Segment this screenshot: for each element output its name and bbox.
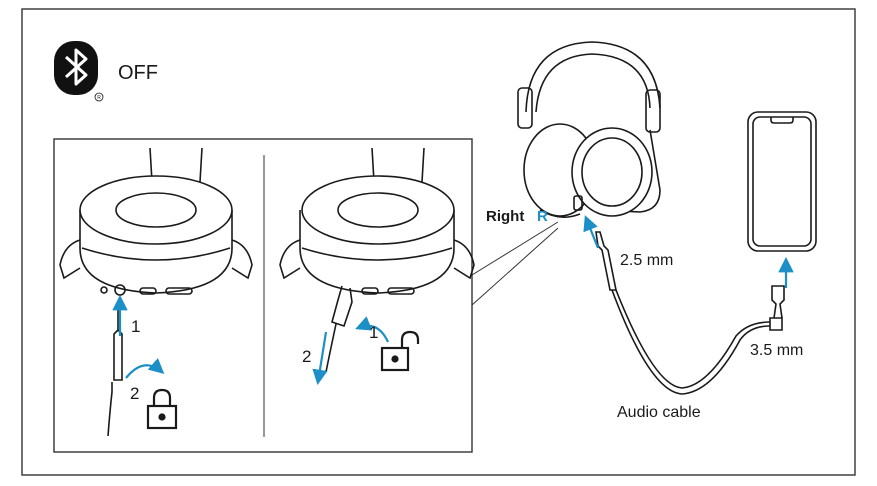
- cable-label: Audio cable: [617, 404, 701, 421]
- outer-frame: [21, 8, 856, 476]
- remove-rotate-arrow: [355, 316, 390, 343]
- zoom-line-top: [471, 221, 559, 276]
- zoom-line-bottom: [471, 227, 559, 306]
- plug-small-label: 2.5 mm: [620, 252, 673, 269]
- lock-open-icon: [380, 330, 420, 372]
- side-label-word: Right: [486, 208, 524, 225]
- insert-step1: 1: [131, 317, 140, 336]
- lock-closed-icon: [146, 388, 178, 430]
- smartphone: [747, 111, 817, 252]
- headphones: [517, 41, 661, 218]
- svg-text:R: R: [97, 95, 101, 101]
- bluetooth-status: OFF: [118, 62, 158, 84]
- bluetooth-icon: R: [54, 41, 104, 102]
- insert-step2: 2: [130, 384, 139, 403]
- inset-panel: [53, 138, 473, 453]
- remove-pull-arrow: [312, 331, 328, 386]
- earcup-insert: [59, 147, 253, 437]
- earcup-remove: [279, 147, 475, 373]
- plug-large-label: 3.5 mm: [750, 342, 803, 359]
- remove-step1: 1: [369, 323, 378, 342]
- insert-rotate-arrow: [125, 358, 165, 379]
- side-label-letter: R: [537, 208, 548, 225]
- audio-cable: [595, 231, 785, 395]
- remove-step2: 2: [302, 347, 311, 366]
- plug-small-arrow: [583, 215, 600, 249]
